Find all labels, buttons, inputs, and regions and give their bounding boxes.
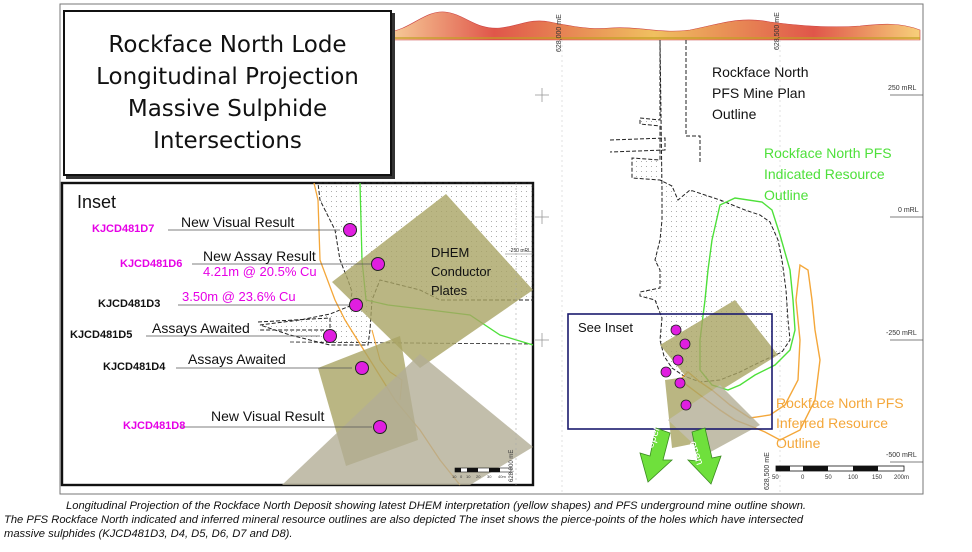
- hole-id-label: KJCD481D8: [123, 420, 186, 432]
- hole-id-label: KJCD481D3: [98, 298, 161, 310]
- hole-annotation: Assays Awaited: [188, 351, 286, 367]
- scale-tick: 50: [825, 475, 832, 481]
- inset-scale-bar: [454, 467, 512, 473]
- scale-tick: 150: [872, 475, 883, 481]
- title-line: Rockface North Lode: [108, 32, 347, 58]
- figure-title: Rockface North Lode Longitudinal Project…: [96, 29, 359, 157]
- pierce-points-main: [660, 324, 692, 411]
- open-arrow-right: [686, 427, 722, 485]
- hole-id-label: KJCD481D4: [103, 361, 166, 373]
- hole-id-label: KJCD481D5: [70, 329, 133, 341]
- title-line: Intersections: [153, 128, 302, 154]
- rl-label: 0 mRL: [898, 207, 919, 214]
- map-frame: [59, 3, 924, 495]
- pierce-points-inset: [323, 223, 387, 434]
- mine-plan-outline: [609, 39, 791, 383]
- indicated-resource-label: Rockface North PFS Indicated Resource Ou…: [764, 145, 892, 203]
- title-line: Longitudinal Projection: [96, 64, 359, 90]
- inset-scale-tick: 10: [452, 474, 457, 479]
- scale-tick: 100: [848, 475, 859, 481]
- hole-annotation: New Assay Result: [203, 248, 316, 264]
- inset-scale-tick: 10: [466, 474, 471, 479]
- easting-label: 628,500 mE: [764, 452, 771, 490]
- see-inset-label: See Inset: [578, 320, 633, 335]
- inferred-resource-label: Rockface North PFS Inferred Resource Out…: [776, 395, 904, 451]
- title-line: Massive Sulphide: [127, 96, 328, 122]
- caption-line: Longitudinal Projection of the Rockface …: [66, 500, 807, 512]
- hole-assay-result: 4.21m @ 20.5% Cu: [203, 264, 317, 279]
- rl-ticks: [890, 94, 923, 463]
- terrain-surface: [387, 11, 921, 41]
- indicated-resource-outline: [699, 197, 796, 391]
- dhem-plates-label: DHEM Conductor Plates: [431, 245, 491, 298]
- caption-line: massive sulphides (KJCD481D3, D4, D5, D6…: [4, 528, 293, 540]
- hole-annotation: New Visual Result: [181, 214, 295, 230]
- inset-scale-tick: 40m: [498, 474, 506, 479]
- main-scale-bar: [775, 465, 905, 472]
- hole-id-label: KJCD481D6: [120, 258, 183, 270]
- open-arrow-left: [639, 427, 674, 483]
- scale-tick: 0: [801, 475, 805, 481]
- scale-tick: 200m: [894, 475, 910, 481]
- inset-scale-tick: 20: [476, 474, 481, 479]
- hole-assay-result: 3.50m @ 23.6% Cu: [182, 289, 296, 304]
- figure-title-box: Rockface North Lode Longitudinal Project…: [63, 10, 392, 176]
- hole-annotation: Assays Awaited: [152, 320, 250, 336]
- caption-line: The PFS Rockface North indicated and inf…: [4, 514, 804, 526]
- grid-crosshairs: [535, 88, 549, 347]
- inset-locator-box: [567, 313, 773, 430]
- inset-content: [146, 182, 534, 486]
- inset-scale-tick: 0: [460, 474, 463, 479]
- hole-id-label: KJCD481D7: [92, 223, 155, 235]
- easting-label: 628,500 mE: [774, 12, 781, 50]
- inset-scale-tick: 30: [487, 474, 492, 479]
- rl-label: -500 mRL: [886, 452, 917, 459]
- hole-annotation: New Visual Result: [211, 408, 325, 424]
- inset-title: Inset: [77, 192, 117, 212]
- scale-tick: 50: [772, 475, 779, 481]
- figure-caption: Longitudinal Projection of the Rockface …: [0, 499, 972, 541]
- mine-plan-label: Rockface North PFS Mine Plan Outline: [712, 64, 809, 122]
- easting-label: 628,000 mE: [556, 14, 563, 52]
- rl-label: -250 mRL: [886, 330, 917, 337]
- inset-rl-label: -250 mRL: [509, 248, 531, 254]
- inset-easting-label: 628,000 mE: [509, 449, 515, 482]
- inset-leader-lines: [146, 229, 372, 428]
- rl-label: 250 mRL: [888, 85, 917, 92]
